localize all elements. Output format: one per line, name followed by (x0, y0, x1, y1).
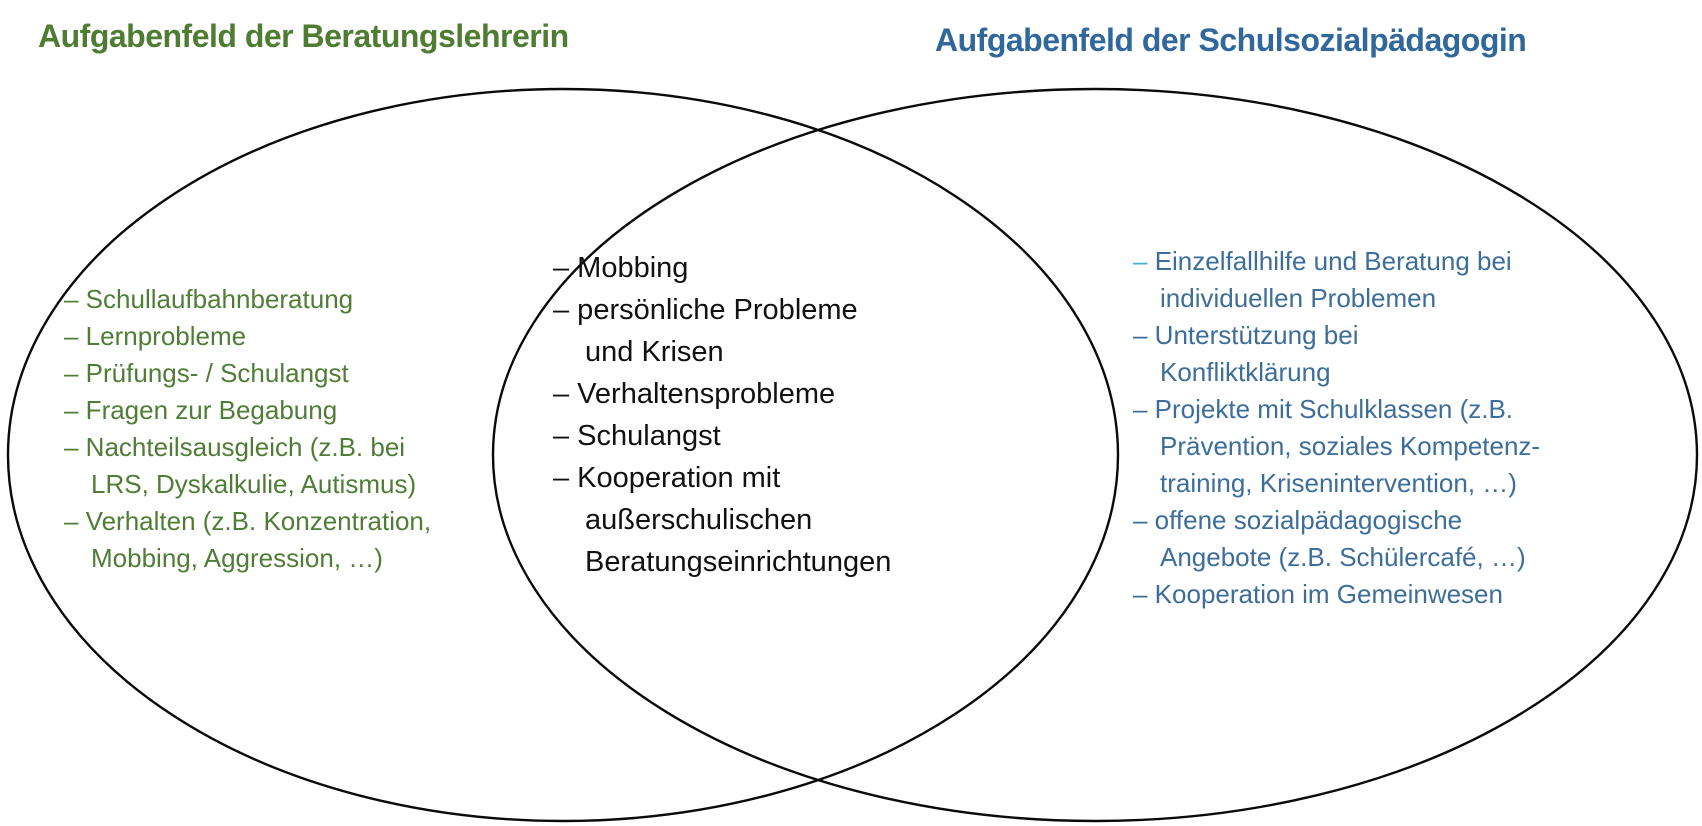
list-item: – Lernprobleme (64, 321, 247, 351)
list-item: – Mobbing (553, 252, 689, 284)
list-item: – Schulangst (553, 420, 721, 452)
right-title: Aufgabenfeld der Schulsozialpädagogin (935, 22, 1527, 58)
left-list: – Schullaufbahnberatung – Lernprobleme – P… (64, 281, 494, 577)
list-item: – Verhalten (z.B. Konzentration,Mobbing,… (64, 506, 432, 573)
left-ellipse (6, 87, 1120, 823)
left-title: Aufgabenfeld der Beratungslehrerin (38, 18, 569, 54)
list-item: – Prüfungs- / Schulangst (64, 358, 349, 388)
dash-bullet: – (1133, 246, 1155, 276)
list-item: – Projekte mit Schulklassen (z.B.Prävent… (1133, 394, 1541, 498)
right-ellipse (491, 87, 1699, 823)
list-item: – Fragen zur Begabung (64, 395, 338, 425)
list-item: – Kooperation im Gemeinwesen (1133, 579, 1503, 609)
list-item: – Schullaufbahnberatung (64, 284, 354, 314)
list-item: – Verhaltensprobleme (553, 378, 836, 410)
